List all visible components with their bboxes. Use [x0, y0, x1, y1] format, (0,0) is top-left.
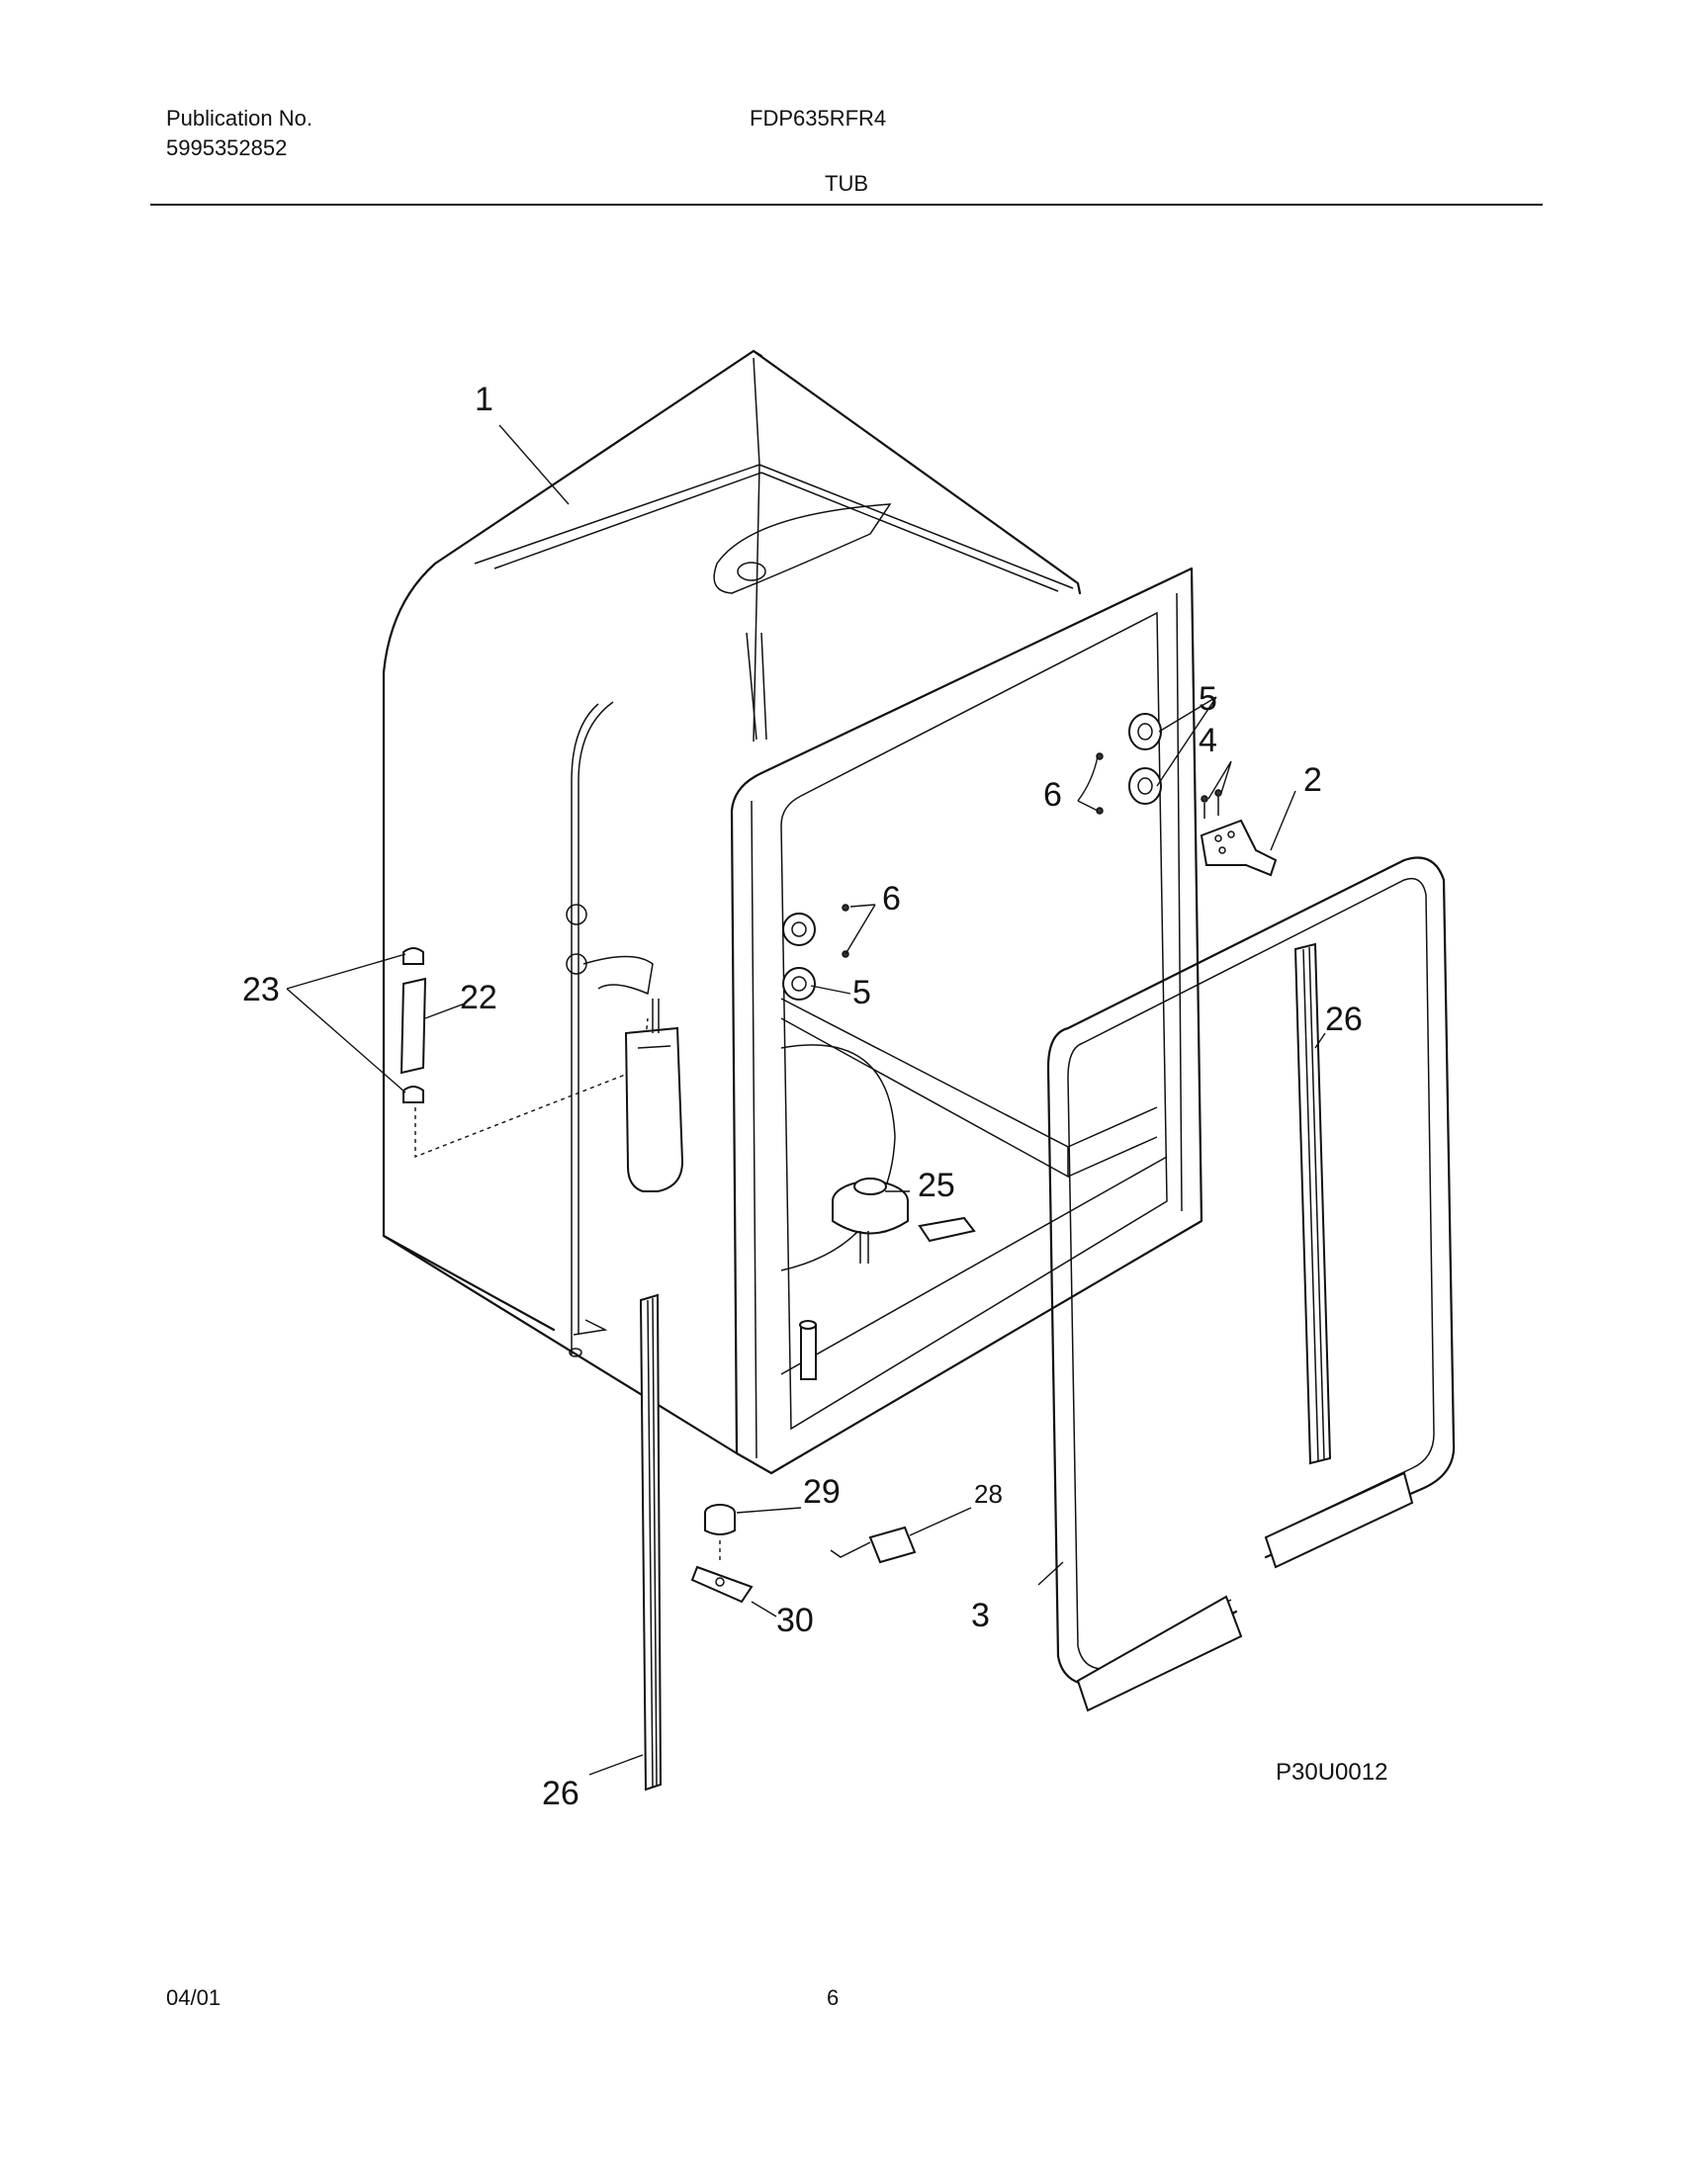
- model-number: FDP635RFR4: [750, 106, 887, 131]
- callout-4: 4: [1199, 722, 1217, 759]
- door-strip-right: [1293, 942, 1332, 1465]
- switch-part-28: [830, 1526, 917, 1564]
- callout-25: 25: [918, 1167, 955, 1204]
- cap-part-29: [704, 1504, 736, 1562]
- footer-page-number: 6: [827, 1985, 840, 2010]
- callout-26-left: 26: [542, 1775, 579, 1812]
- callout-23: 23: [242, 971, 280, 1008]
- bushings-upper-right: [1096, 713, 1162, 815]
- drawing-code: P30U0012: [1276, 1759, 1387, 1786]
- publication-number: 5995352852: [166, 135, 288, 160]
- door-gasket: [1046, 856, 1456, 1712]
- callout-5-lower: 5: [852, 974, 871, 1011]
- side-clips: [400, 947, 649, 1159]
- callout-6-lower: 6: [882, 880, 901, 917]
- mounting-bracket: [1200, 789, 1278, 877]
- callout-5-upper: 5: [1199, 680, 1217, 718]
- tub-front-frame: [730, 567, 1203, 1475]
- header-rule: [150, 204, 1543, 206]
- callout-3: 3: [971, 1597, 990, 1634]
- publication-label: Publication No.: [166, 106, 312, 131]
- tub-body: [382, 349, 1082, 1455]
- leader-lines: [286, 424, 1326, 1776]
- float-assembly: [624, 999, 684, 1192]
- bracket-part-30: [690, 1565, 754, 1604]
- callout-22: 22: [460, 979, 497, 1016]
- callout-2: 2: [1303, 761, 1322, 799]
- callout-1: 1: [475, 381, 493, 418]
- footer-date: 04/01: [166, 1985, 222, 2010]
- callout-6-upper: 6: [1043, 776, 1062, 814]
- callout-26-right: 26: [1325, 1001, 1363, 1038]
- section-title: TUB: [825, 171, 868, 196]
- callout-28: 28: [974, 1479, 1003, 1509]
- door-strip-left: [639, 1293, 663, 1791]
- callout-labels: 1 2 3 4 5 5 6 6 22 23 25 26 26 28 29 30 …: [242, 381, 1387, 1812]
- callout-29: 29: [803, 1473, 841, 1511]
- bushings-left: [782, 904, 849, 1001]
- callout-30: 30: [776, 1602, 814, 1639]
